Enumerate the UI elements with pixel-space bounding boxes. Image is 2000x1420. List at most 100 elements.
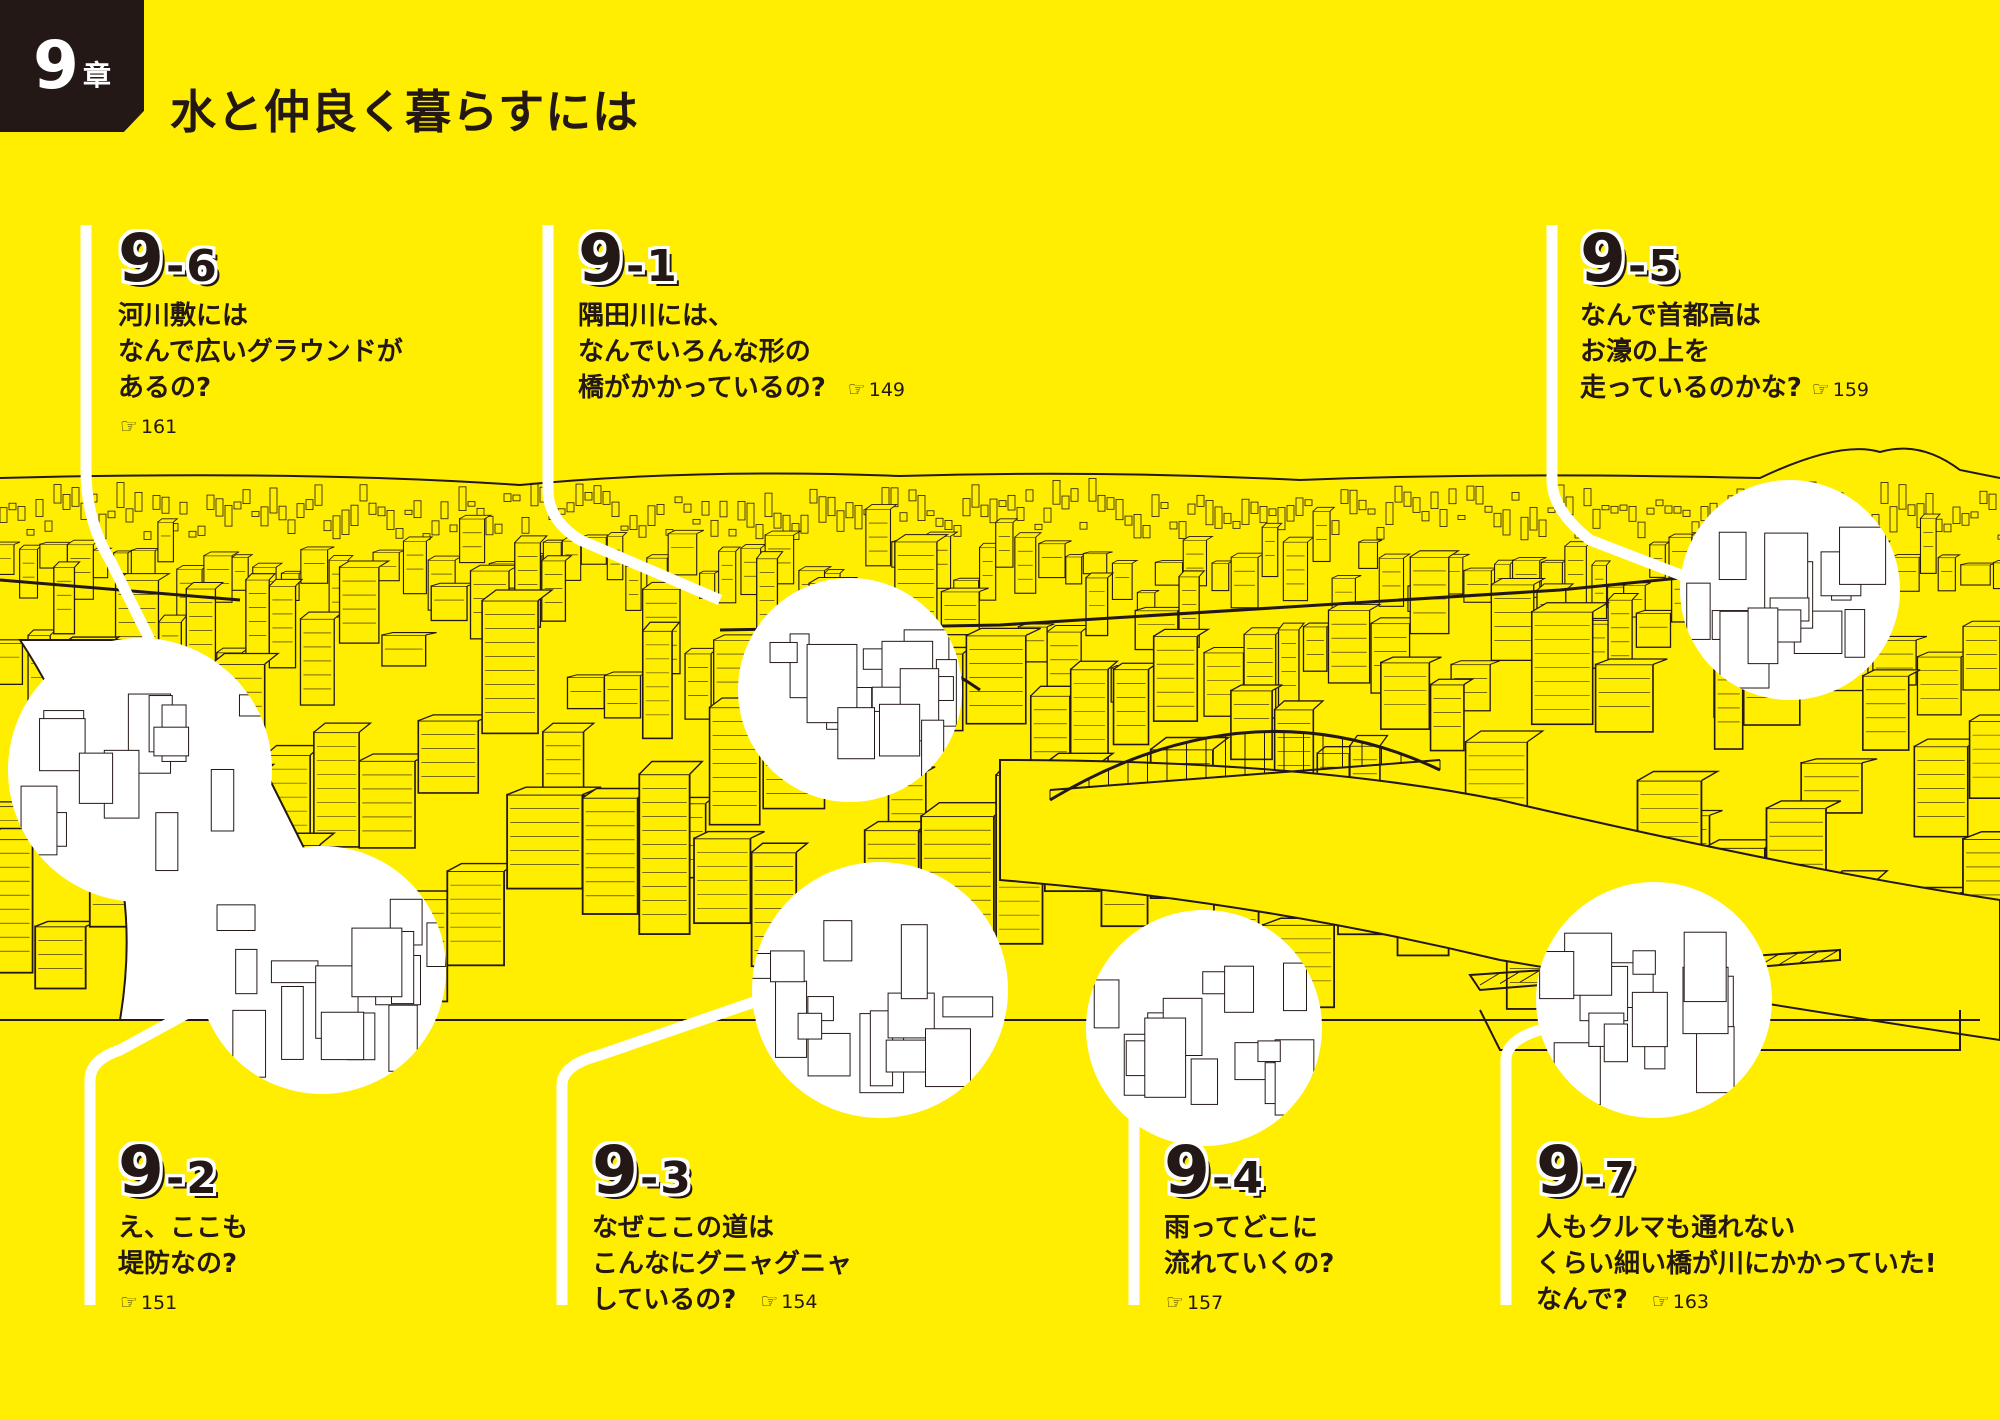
circle-building [900,924,928,1000]
building-roof [268,578,304,587]
distant-building [1538,519,1547,537]
distant-building [485,515,494,536]
building-wall [1862,675,1910,751]
building-roof [131,548,162,551]
highlight-circle [198,846,446,1094]
question-text: 河川敷には なんで広いグラウンドが あるの? ☞161 [118,298,403,445]
callout-9-6[interactable]: 9-6 河川敷には なんで広いグラウンドが あるの? ☞161 [118,226,403,445]
building [1429,678,1475,752]
page-reference[interactable]: ☞157 [1166,1290,1224,1314]
building-roof [1591,560,1612,566]
pointing-hand-icon: ☞ [120,414,138,438]
building-wall [1594,663,1654,733]
building [684,647,720,720]
building-roof [542,722,596,733]
page-reference[interactable]: ☞159 [1811,377,1869,401]
building-roof [966,627,1041,637]
building-roof [158,614,189,623]
building-roof [470,564,521,572]
distant-building [827,496,836,517]
page-title: 水と仲良く暮らすには [170,85,640,139]
building-wall [1564,545,1587,605]
distant-building [35,499,44,517]
page-reference[interactable]: ☞163 [1651,1289,1709,1313]
building-roof [1243,627,1286,635]
building [979,542,1001,601]
distant-building [1241,498,1250,525]
distant-building [917,495,926,521]
building-roof [1083,551,1113,554]
building [1211,560,1234,592]
distant-building [971,484,980,508]
distant-building [1016,507,1025,521]
distant-building [854,505,863,530]
distant-building [359,484,368,502]
building-roof [53,561,81,568]
distant-building [1142,525,1151,539]
circle-building [878,703,921,757]
distant-building [0,507,8,523]
callout-9-3[interactable]: 9-3 なぜここの道は こんなにグニャグニャ しているの?☞154 [592,1138,852,1320]
page-reference[interactable]: ☞154 [760,1289,818,1313]
building-wall [1378,557,1405,607]
callout-9-2[interactable]: 9-2 え、ここも 堤防なの? ☞151 [118,1138,248,1321]
page-reference[interactable]: ☞161 [120,414,178,438]
building [1968,714,2000,799]
distant-building [197,525,206,536]
building-roof [19,544,44,550]
building-roof [372,549,406,553]
building-wall [300,549,329,584]
building-roof [300,611,345,620]
chapter-suffix: 章 [82,59,111,92]
circle-building [1190,1058,1219,1105]
distant-building [1646,507,1655,515]
page-reference[interactable]: ☞149 [847,377,905,401]
building-wall [625,565,642,611]
building-wall [1302,625,1328,672]
building [865,504,898,567]
building-roof [216,647,251,653]
callout-9-5[interactable]: 9-5 なんで首都高は お濠の上を 走っているのかな?☞159 [1580,226,1869,408]
building-roof [1960,562,1998,566]
circle-building [1839,526,1887,585]
highlight-circles [8,480,1900,1146]
page-reference[interactable]: ☞151 [120,1290,178,1314]
distant-building [881,487,890,507]
building-wall [1112,668,1150,746]
building-roof [1531,602,1611,613]
distant-building [1178,521,1187,539]
building-roof [514,535,549,543]
callout-9-1[interactable]: 9-1 隅田川には、 なんでいろんな形の 橋がかかっているの?☞149 [578,226,905,408]
circle-building [1224,965,1255,1013]
distant-building [1520,516,1529,541]
distant-building [593,485,602,504]
building-wall [1463,570,1492,603]
building-roof [1379,553,1412,559]
distant-building [143,531,152,540]
building [381,632,437,667]
callout-9-7[interactable]: 9-7 人もクルマも通れない くらい細い橋が川にかかっていた! なんで?☞163 [1536,1138,1937,1320]
distant-building [458,486,467,511]
building-roof [252,562,284,568]
building [1564,541,1593,605]
circle-building [1718,531,1747,581]
building-roof [281,570,304,574]
distant-building [413,500,422,519]
distant-building [1925,493,1934,517]
distant-building [1655,499,1664,507]
building-roof [638,760,704,775]
building-wall [1635,612,1672,648]
callout-9-4[interactable]: 9-4 雨ってどこに 流れていくの? ☞157 [1164,1138,1334,1321]
distant-building [1088,478,1097,502]
distant-building [1907,504,1916,516]
distant-building [683,503,692,513]
distant-building [134,492,143,512]
building-wall [446,870,505,967]
building [157,518,179,563]
building-roof [506,786,602,796]
distant-building [53,484,62,504]
building-roof [1450,660,1501,665]
distant-building [269,487,278,514]
distant-building [620,525,629,531]
building [1112,662,1160,746]
